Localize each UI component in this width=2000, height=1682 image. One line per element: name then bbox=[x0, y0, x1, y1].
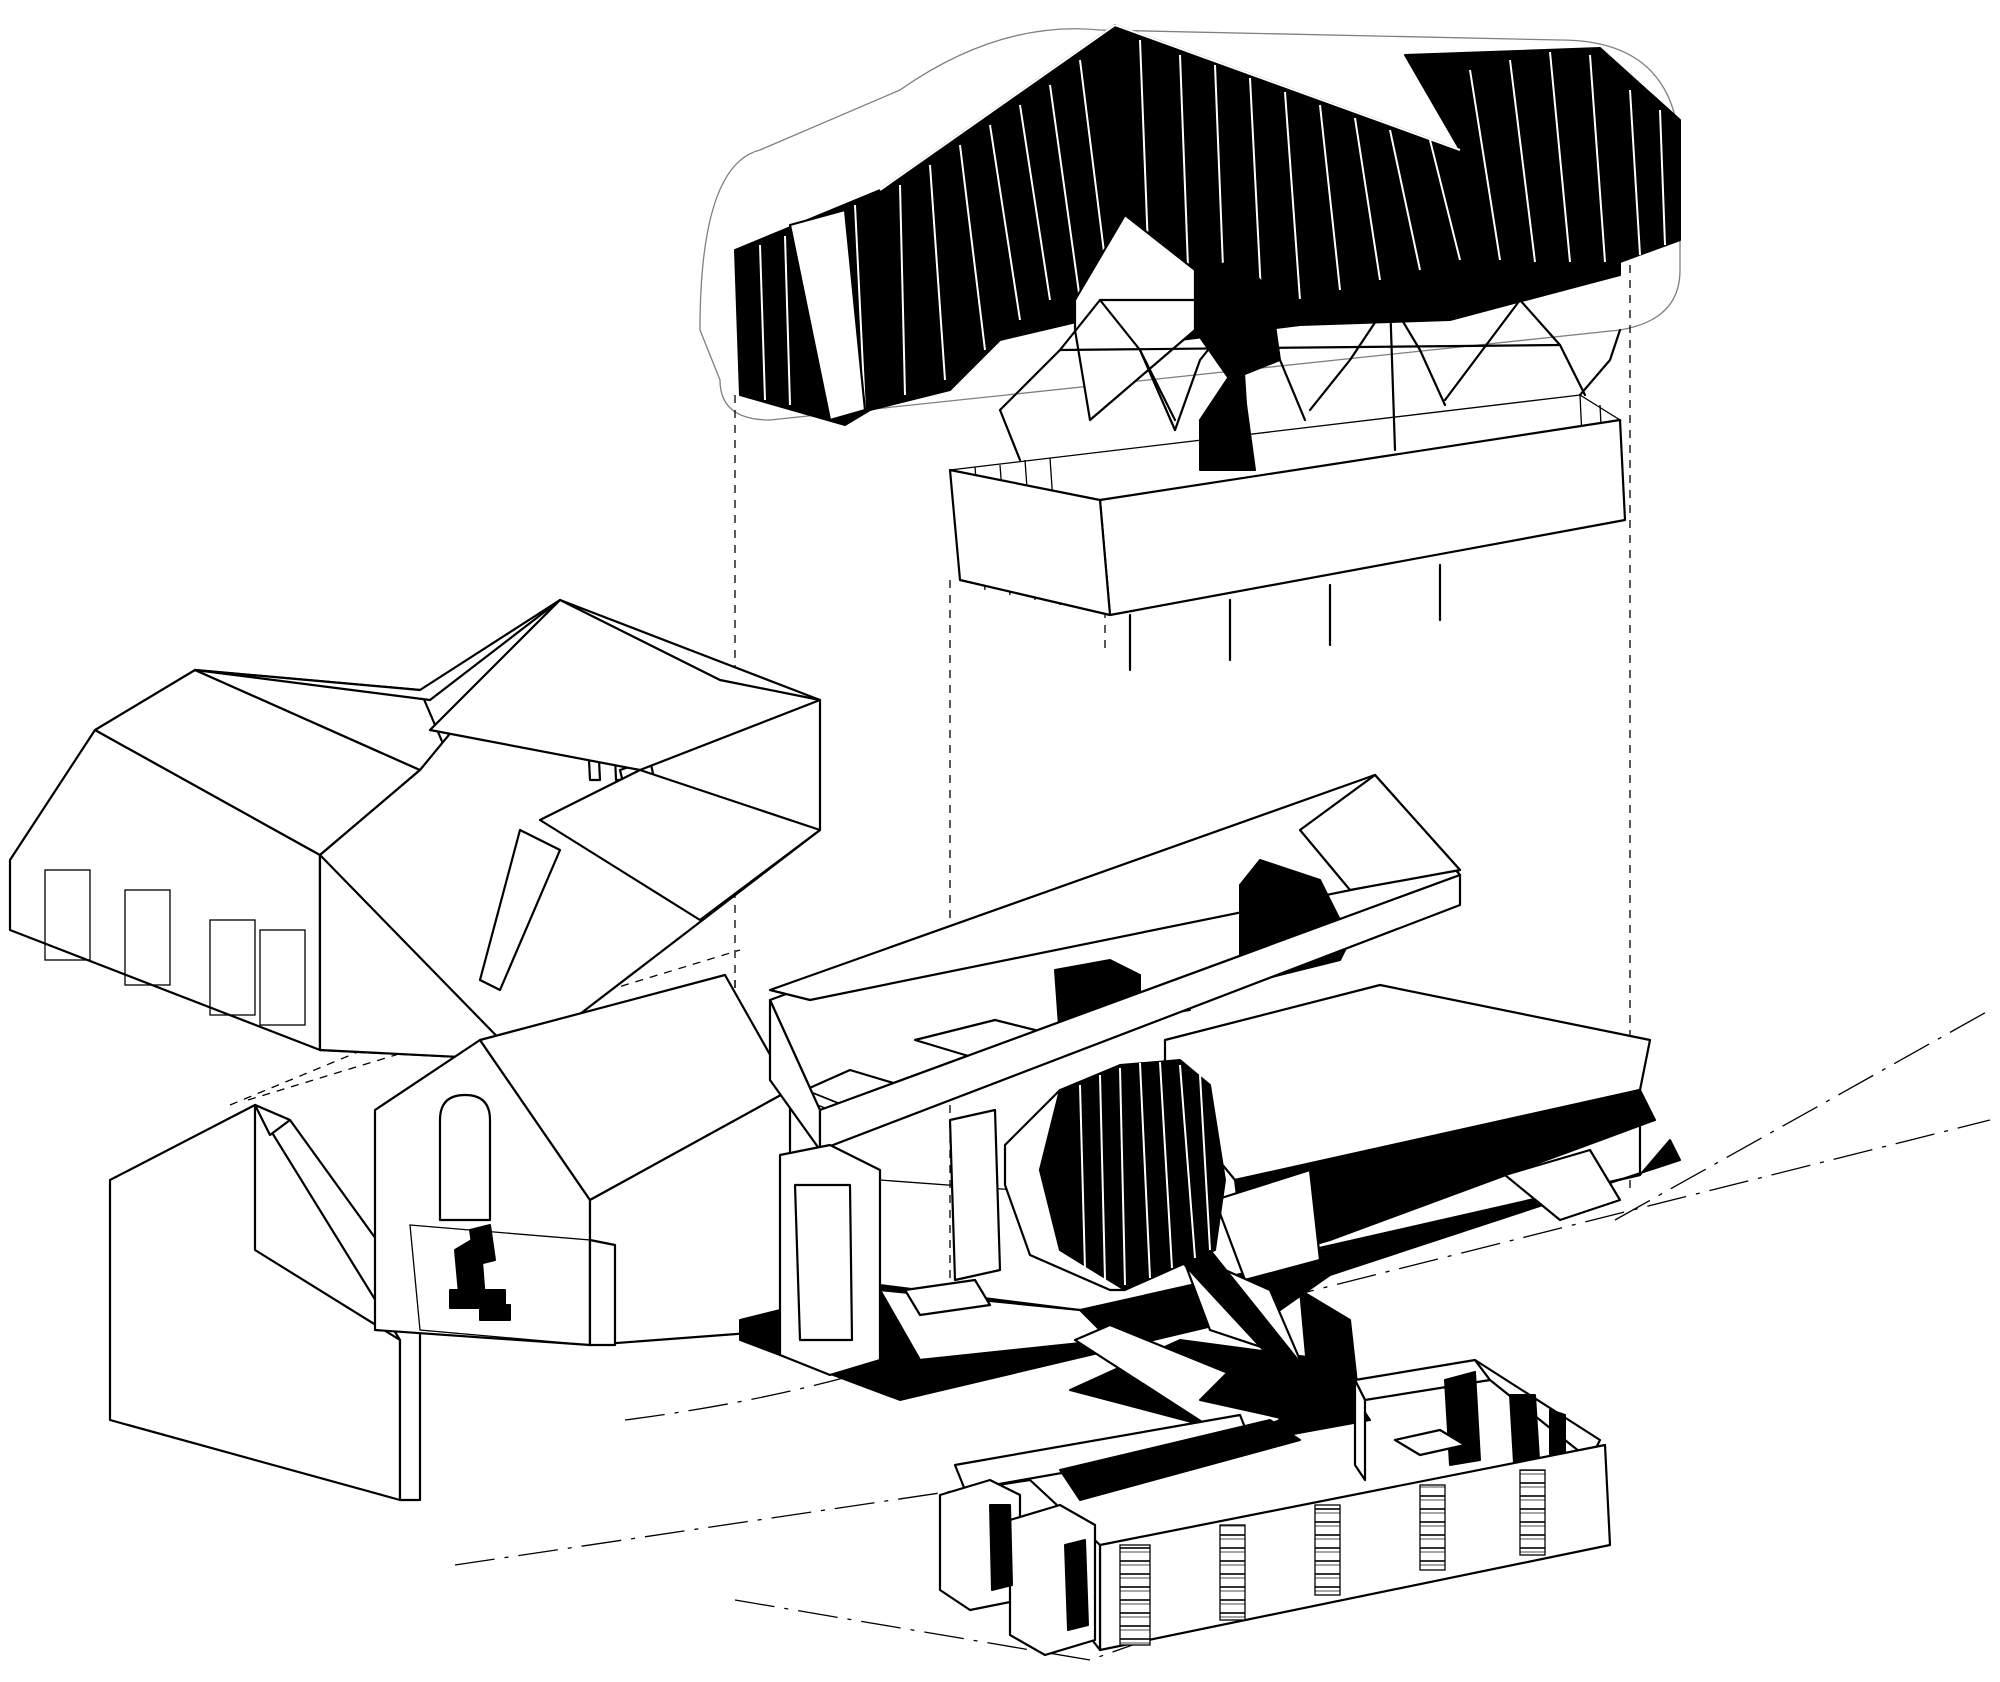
timber-portal-frame bbox=[778, 1143, 992, 1377]
existing-farm-buildings bbox=[8, 598, 822, 1062]
timbered-side-barn bbox=[108, 1103, 422, 1502]
sculpture bbox=[449, 1224, 511, 1321]
sunken-walled-courtyard bbox=[938, 1358, 1612, 1657]
open-courtyard-shed bbox=[373, 973, 792, 1347]
black-gambrel-pod bbox=[1003, 1059, 1226, 1292]
black-plinth-and-steps bbox=[739, 1089, 1681, 1442]
timber-roof-frame bbox=[948, 298, 1627, 672]
black-corrugated-roof bbox=[699, 24, 1681, 426]
